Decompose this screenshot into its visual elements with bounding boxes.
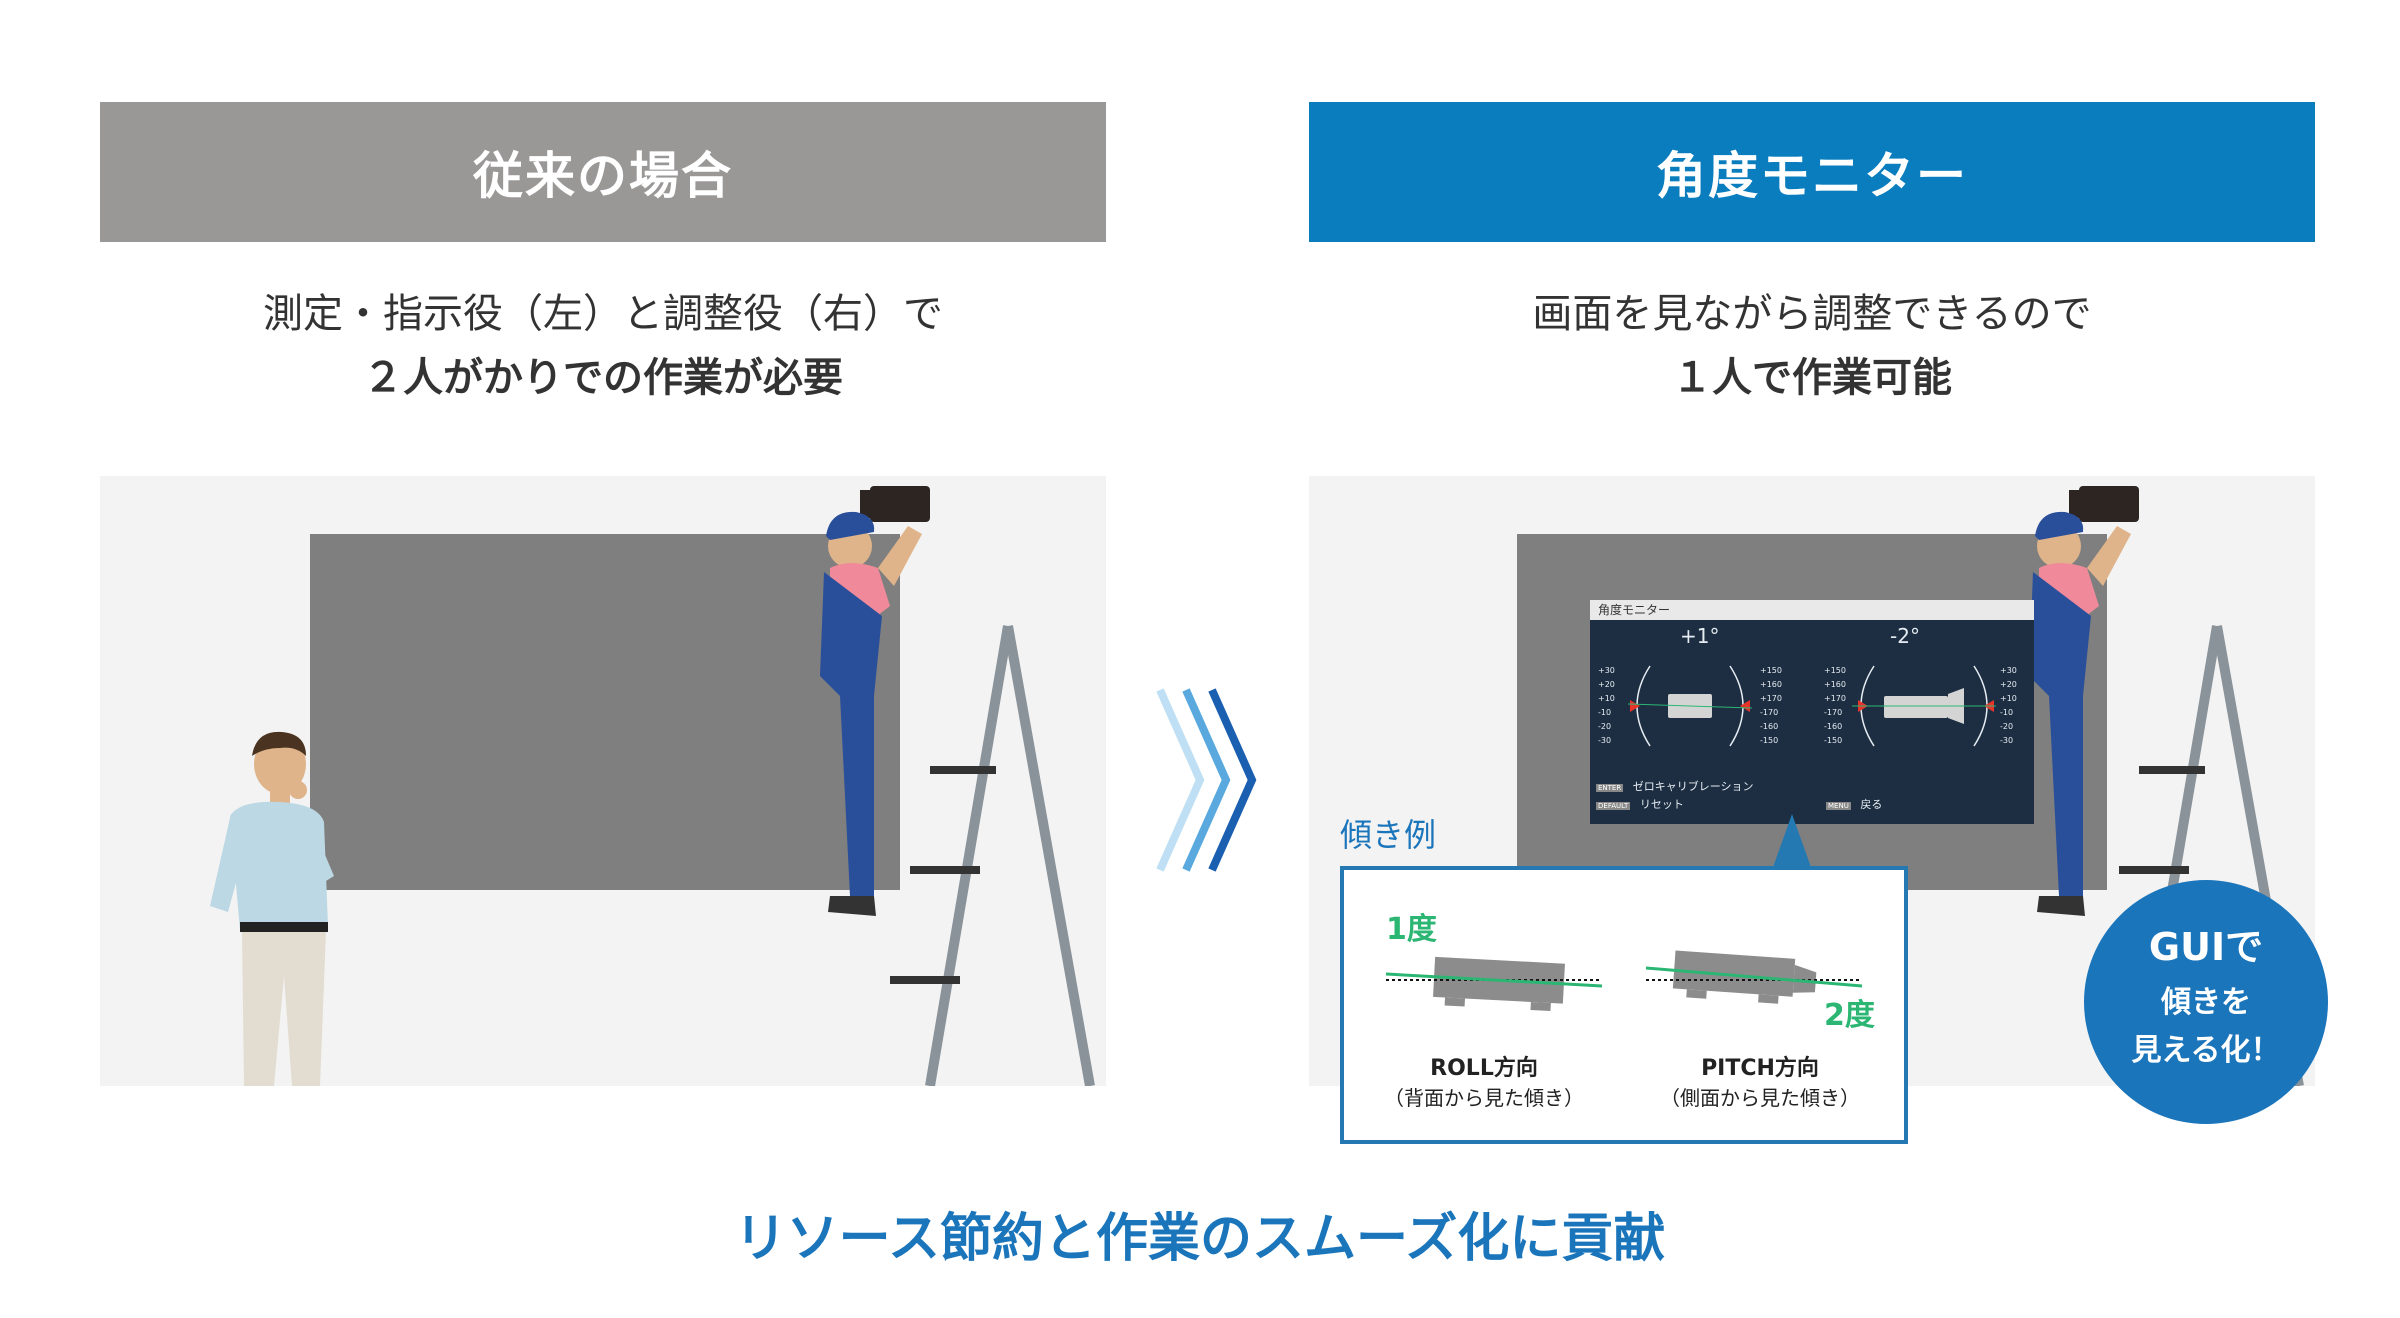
left-description: 測定・指示役（左）と調整役（右）で ２人がかりでの作業が必要 [100,282,1106,410]
right-desc-line2: １人で作業可能 [1672,355,1952,401]
left-header-title: 従来の場合 [473,147,733,205]
enter-key-badge: ENTER [1596,784,1624,792]
back-label: 戻る [1860,798,1883,811]
gui-menu: ENTER ゼロキャリブレーション DEFAULT リセット MENU 戻る [1596,778,2028,814]
roll-caption-title: ROLL方向 [1430,1056,1538,1081]
left-scene [100,476,1106,1086]
transition-arrow-icon [1156,688,1257,872]
callout-pointer [1772,814,1812,870]
pitch-caption-title: PITCH方向 [1701,1056,1819,1081]
measuring-person-illustration [210,731,334,1086]
badge-line1: GUIで [2148,925,2264,969]
pitch-value: -2° [1890,624,1920,648]
roll-degree-label: 1度 [1386,912,1437,947]
roll-tilt-graphic [1385,956,1603,1011]
roll-value: +1° [1680,624,1720,648]
scale-left: +30+20+10 -10-20-30 [1598,666,1615,745]
badge-line2: 傾きを [2161,985,2251,1020]
left-desc-line2: ２人がかりでの作業が必要 [363,355,843,401]
right-header: 角度モニター [1309,102,2315,242]
roll-caption: ROLL方向 （背面から見た傾き） [1344,1050,1624,1111]
left-header: 従来の場合 [100,102,1106,242]
pitch-gauge-graphic [1852,665,1996,747]
scale-right: +30+20+10 -10-20-30 [2000,666,2017,745]
tilt-example-box: 1度 2度 ROLL方向 （背面から見た傾き） PITCH方向 （側面から見た傾… [1340,866,1908,1144]
pitch-caption-sub: （側面から見た傾き） [1660,1086,1860,1110]
right-description: 画面を見ながら調整できるので １人で作業可能 [1309,282,2315,410]
adjusting-worker-illustration [820,486,1095,1086]
projection-screen [310,534,900,890]
gui-visualization-badge: GUIで 傾きを 見える化！ [2084,880,2328,1124]
gui-menu-row-enter: ENTER ゼロキャリブレーション [1596,778,2028,796]
roll-gauge-graphic [1627,665,1753,747]
footer-message: リソース節約と作業のスムーズ化に貢献 [734,1209,1666,1269]
tilt-example-title: 傾き例 [1340,816,1437,854]
reset-label: リセット [1639,798,1684,811]
right-header-title: 角度モニター [1656,147,1968,205]
pitch-degree-label: 2度 [1824,998,1875,1033]
angle-monitor-gui: 角度モニター +1° -2° +30+20+10 -10-20-30 +150+… [1590,600,2034,824]
zero-calibration-label: ゼロキャリブレーション [1632,780,1754,793]
pitch-tilt-graphic [1645,950,1863,1004]
badge-line3: 見える化！ [2131,1033,2281,1068]
left-desc-line1: 測定・指示役（左）と調整役（右）で [263,291,943,337]
right-desc-line1: 画面を見ながら調整できるので [1532,291,2092,337]
menu-key-badge: MENU [1826,802,1851,810]
scale-mid-a: +150+160+170 -170-160-150 [1760,666,1782,745]
scale-mid-b: +150+160+170 -170-160-150 [1824,666,1846,745]
pitch-caption: PITCH方向 （側面から見た傾き） [1620,1050,1900,1111]
roll-caption-sub: （背面から見た傾き） [1384,1086,1584,1110]
gui-menu-row-default: DEFAULT リセット MENU 戻る [1596,796,2028,814]
default-key-badge: DEFAULT [1596,802,1631,810]
gui-title: 角度モニター [1590,600,2034,620]
